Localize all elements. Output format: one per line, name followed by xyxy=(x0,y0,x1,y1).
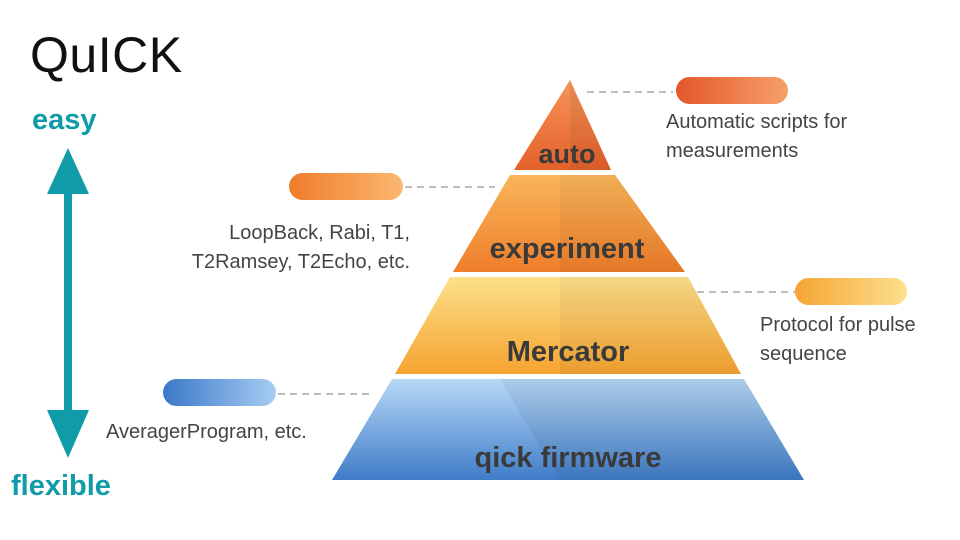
tier-auto xyxy=(514,80,611,170)
note-experiment: LoopBack, Rabi, T1, T2Ramsey, T2Echo, et… xyxy=(120,219,410,277)
tier-mercator xyxy=(395,277,741,374)
note-experiment-line-1: LoopBack, Rabi, T1, xyxy=(229,222,410,244)
pyramid xyxy=(332,80,804,480)
note-mercator-line-1: Protocol for pulse xyxy=(760,314,916,336)
slide-title: QuICK xyxy=(30,27,183,83)
tag-pill-mercator xyxy=(795,278,907,305)
tag-pill-auto xyxy=(676,77,788,104)
note-mercator-line-2: sequence xyxy=(760,343,847,365)
note-auto: Automatic scripts for measurements xyxy=(666,108,926,166)
note-firmware: AveragerProgram, etc. xyxy=(106,418,366,447)
tier-qick-firmware xyxy=(332,379,804,480)
arrow-up-head-icon xyxy=(47,148,89,194)
connector-lines xyxy=(278,91,795,395)
tier-label-mercator: Mercator xyxy=(507,336,630,368)
tier-label-experiment: experiment xyxy=(490,233,645,265)
axis-label-flexible: flexible xyxy=(11,470,111,502)
tag-pill-firmware xyxy=(163,379,276,406)
note-auto-line-2: measurements xyxy=(666,140,799,162)
note-mercator: Protocol for pulse sequence xyxy=(760,311,960,369)
axis-label-easy: easy xyxy=(32,104,97,136)
note-firmware-line-1: AveragerProgram, etc. xyxy=(106,421,307,443)
tier-label-qick-firmware: qick firmware xyxy=(475,442,662,474)
tier-experiment xyxy=(453,175,685,272)
tag-pill-experiment xyxy=(289,173,403,200)
note-experiment-line-2: T2Ramsey, T2Echo, etc. xyxy=(191,251,410,273)
note-auto-line-1: Automatic scripts for xyxy=(666,111,848,133)
tier-label-auto: auto xyxy=(539,139,596,169)
easy-flexible-arrow xyxy=(47,148,89,458)
arrow-down-head-icon xyxy=(47,410,89,458)
